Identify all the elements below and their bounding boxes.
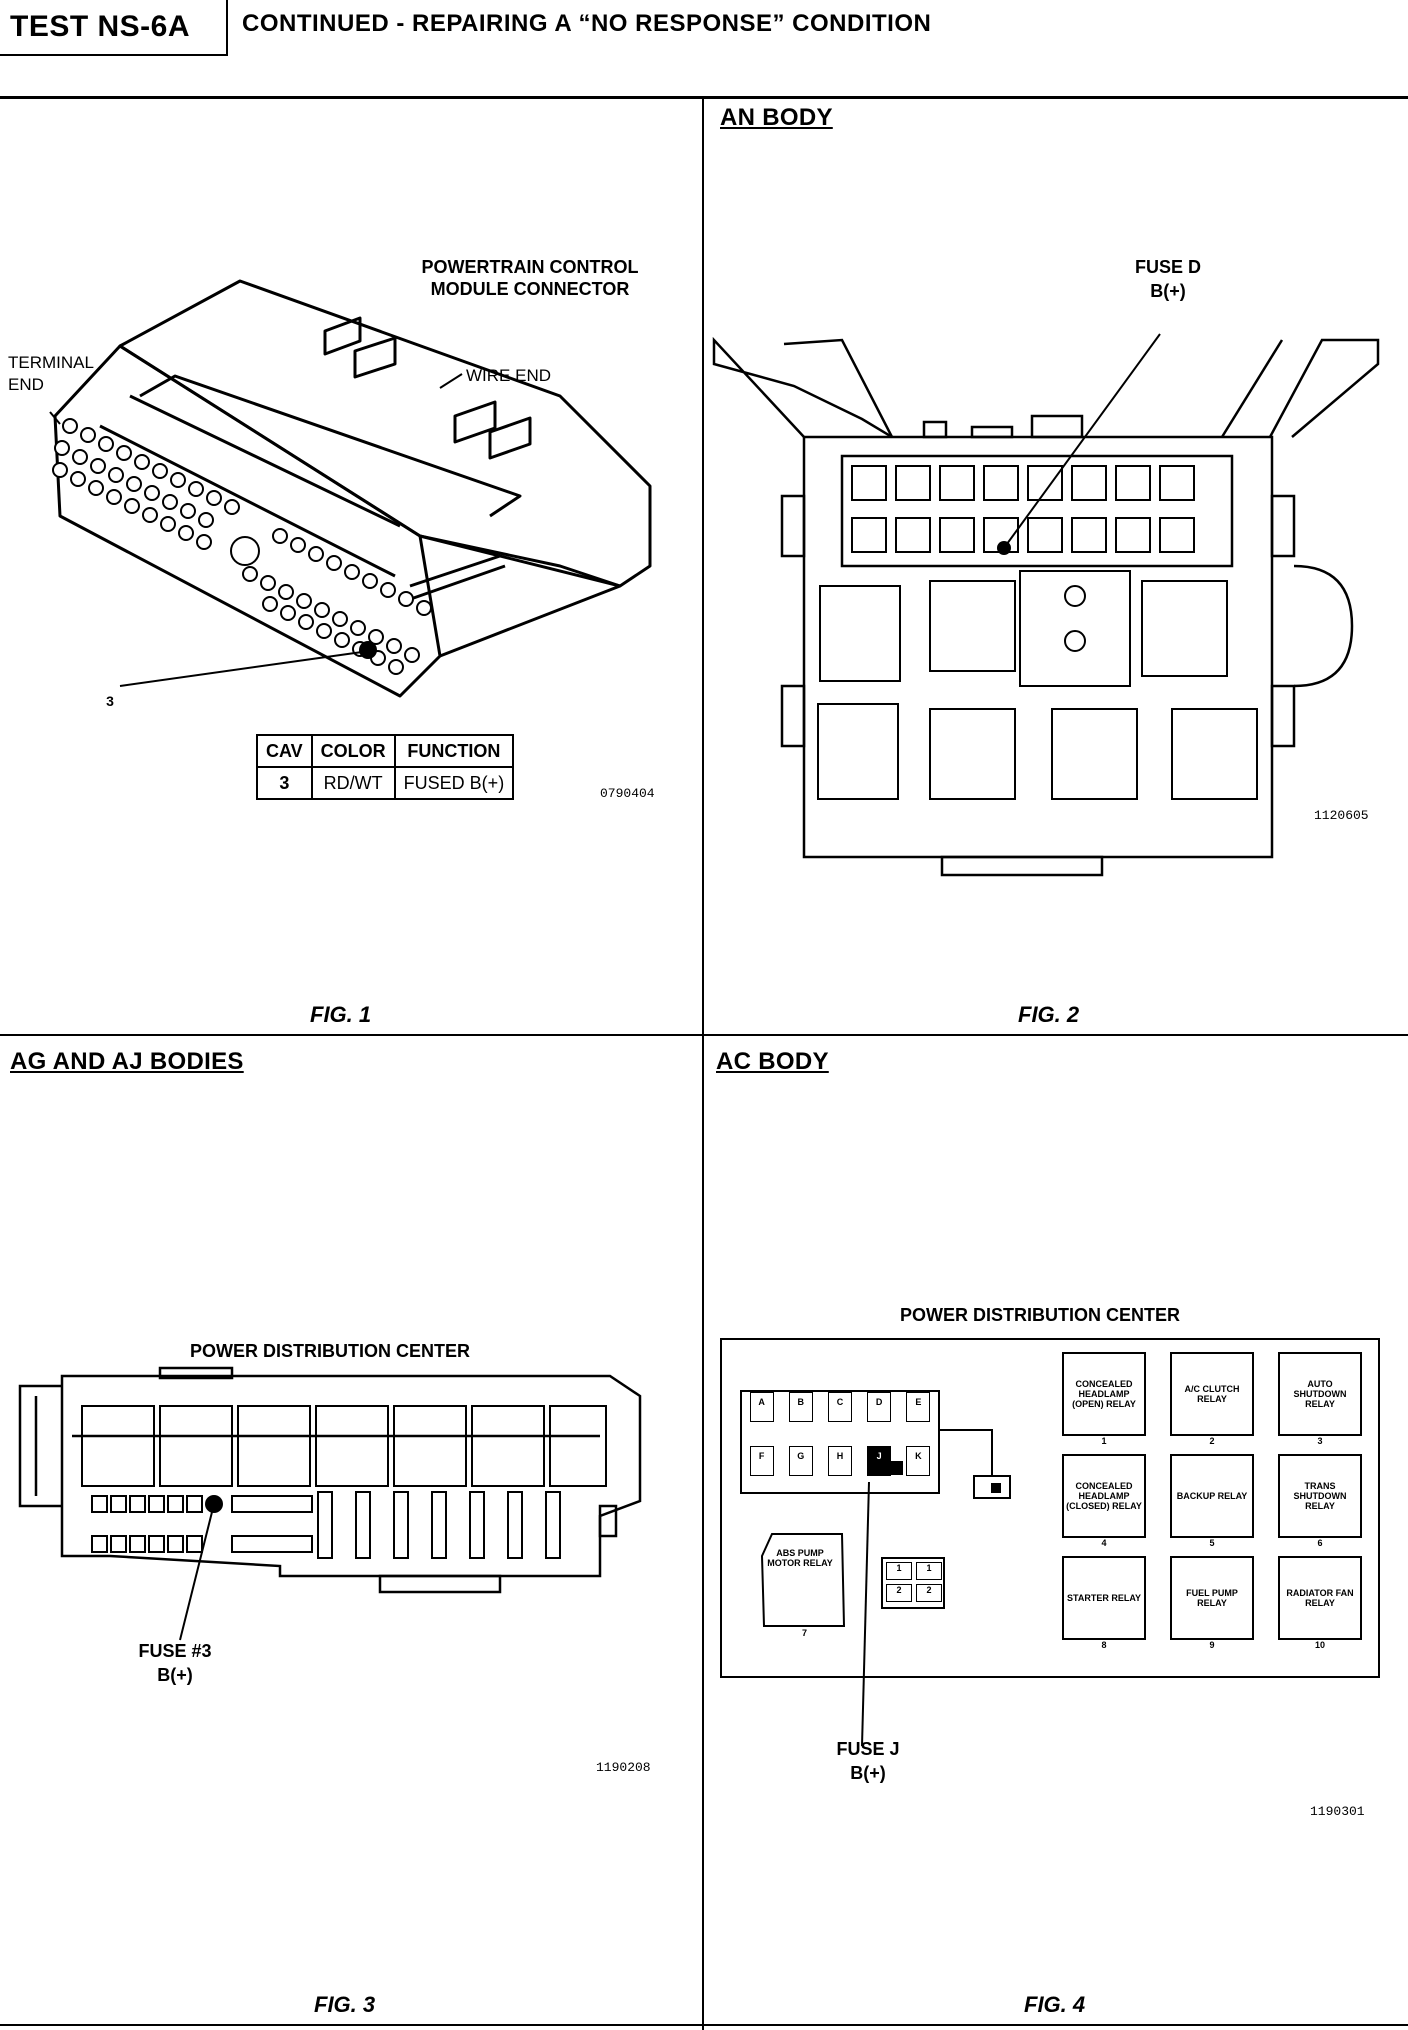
fig3-caption: FIG. 3 — [314, 1992, 376, 2017]
relay-8: STARTER RELAY 8 — [1062, 1556, 1146, 1656]
fuse-a: A — [749, 1392, 774, 1422]
test-id: TEST NS-6A — [10, 10, 191, 43]
relay-3: AUTO SHUTDOWN RELAY 3 — [1278, 1352, 1362, 1452]
fig4-ref-number: 1190301 — [1310, 1804, 1365, 1819]
relay-1: CONCEALED HEADLAMP (OPEN) RELAY 1 — [1062, 1352, 1146, 1452]
fig4-caption: FIG. 4 — [1024, 1992, 1086, 2017]
relay-4-label: CONCEALED HEADLAMP (CLOSED) RELAY — [1062, 1454, 1146, 1538]
relay-5: BACKUP RELAY 5 — [1170, 1454, 1254, 1554]
fig4-section-title: AC BODY — [716, 1048, 829, 1075]
relay-3-num: 3 — [1317, 1436, 1323, 1446]
relay-8-num: 8 — [1101, 1640, 1107, 1650]
relay-1-label: CONCEALED HEADLAMP (OPEN) RELAY — [1062, 1352, 1146, 1436]
cav-value: 3 — [256, 766, 313, 800]
pcm-connector-drawing — [49, 279, 652, 698]
fig2-fuse-sub: B(+) — [1150, 281, 1186, 301]
fuse-row-top: A B C D E — [742, 1392, 938, 1422]
fig4-pdc-title: POWER DISTRIBUTION CENTER — [899, 1305, 1180, 1325]
relay-4: CONCEALED HEADLAMP (CLOSED) RELAY 4 — [1062, 1454, 1146, 1554]
relay-10: RADIATOR FAN RELAY 10 — [1278, 1556, 1362, 1656]
fig2-ref-number: 1120605 — [1314, 808, 1369, 823]
relay-9: FUEL PUMP RELAY 9 — [1170, 1556, 1254, 1656]
relay-1-num: 1 — [1101, 1436, 1107, 1446]
abs-relay-num: 7 — [802, 1628, 808, 1638]
ag-aj-pdc-drawing — [18, 1366, 642, 1641]
fig3-fuse-label: FUSE #3 — [138, 1641, 212, 1661]
cav-header: CAV — [256, 734, 313, 768]
fig3-section-title: AG AND AJ BODIES — [10, 1048, 244, 1075]
fig1-terminal-end-label: TERMINAL END — [8, 353, 94, 394]
fig4-fuse-label: FUSE J — [836, 1739, 900, 1759]
small-fuse-2a: 2 — [886, 1584, 912, 1602]
relay-9-num: 9 — [1209, 1640, 1215, 1650]
small-fuse-1a: 1 — [886, 1562, 912, 1580]
fig2-section-title: AN BODY — [720, 104, 833, 131]
relay-8-label: STARTER RELAY — [1062, 1556, 1146, 1640]
fuse-f: F — [749, 1446, 774, 1476]
fuse-k: K — [906, 1446, 931, 1476]
fig3-pdc-title: POWER DISTRIBUTION CENTER — [189, 1341, 470, 1361]
small-fuse-grid: 1 1 2 2 — [886, 1562, 942, 1602]
ac-pdc-wiring — [760, 1429, 1011, 1747]
header-id-box — [0, 0, 228, 56]
small-fuse-1b: 1 — [916, 1562, 942, 1580]
small-fuse-2b: 2 — [916, 1584, 942, 1602]
fuse-d: D — [867, 1392, 892, 1422]
fig2-fuse-label: FUSE D — [1134, 257, 1201, 277]
relay-10-num: 10 — [1314, 1640, 1325, 1650]
fuse-block — [740, 1390, 940, 1494]
fig3-ref-number: 1190208 — [596, 1760, 651, 1775]
relay-2: A/C CLUTCH RELAY 2 — [1170, 1352, 1254, 1452]
relay-6-num: 6 — [1317, 1538, 1323, 1548]
function-header: FUNCTION — [393, 734, 515, 768]
fig1-connector-label: POWERTRAIN CONTROL MODULE CONNECTOR — [421, 257, 639, 299]
abs-relay-label: ABS PUMP MOTOR RELAY — [767, 1548, 833, 1568]
relay-10-label: RADIATOR FAN RELAY — [1278, 1556, 1362, 1640]
fig1-ref-number: 0790404 — [600, 786, 655, 801]
function-value: FUSED B(+) — [393, 766, 515, 800]
fuse-e: E — [906, 1392, 931, 1422]
relay-3-label: AUTO SHUTDOWN RELAY — [1278, 1352, 1362, 1436]
relay-2-label: A/C CLUTCH RELAY — [1170, 1352, 1254, 1436]
cavity-3-marker — [359, 641, 377, 659]
relay-2-num: 2 — [1209, 1436, 1215, 1446]
ac-pdc-frame — [720, 1338, 1380, 1678]
bottom-divider — [0, 2024, 1408, 2026]
relay-5-num: 5 — [1209, 1538, 1215, 1548]
top-divider — [0, 96, 1408, 99]
fig1-pointer-label: 3 — [106, 693, 114, 709]
page-title: CONTINUED - REPAIRING A “NO RESPONSE” CO… — [242, 10, 932, 37]
fuse-h: H — [827, 1446, 852, 1476]
color-header: COLOR — [310, 734, 396, 768]
relay-5-label: BACKUP RELAY — [1170, 1454, 1254, 1538]
center-divider — [702, 96, 704, 2030]
fig1-caption: FIG. 1 — [310, 1002, 372, 1027]
fuse-b: B — [788, 1392, 813, 1422]
relay-grid: CONCEALED HEADLAMP (OPEN) RELAY 1 A/C CL… — [1062, 1352, 1362, 1656]
fig3-fuse-sub: B(+) — [157, 1665, 193, 1685]
relay-4-num: 4 — [1101, 1538, 1107, 1548]
color-value: RD/WT — [310, 766, 396, 800]
fig1-cav-table: CAV COLOR FUNCTION 3 RD/WT FUSED B(+) — [256, 734, 515, 800]
relay-9-label: FUEL PUMP RELAY — [1170, 1556, 1254, 1640]
fig4-fuse-sub: B(+) — [850, 1763, 886, 1783]
middle-divider — [0, 1034, 1408, 1036]
fig2-caption: FIG. 2 — [1018, 1002, 1080, 1027]
fuse-g: G — [788, 1446, 813, 1476]
an-body-fuse-box-drawing — [712, 333, 1380, 877]
relay-6: TRANS SHUTDOWN RELAY 6 — [1278, 1454, 1362, 1554]
fuse-c: C — [827, 1392, 852, 1422]
relay-6-label: TRANS SHUTDOWN RELAY — [1278, 1454, 1362, 1538]
